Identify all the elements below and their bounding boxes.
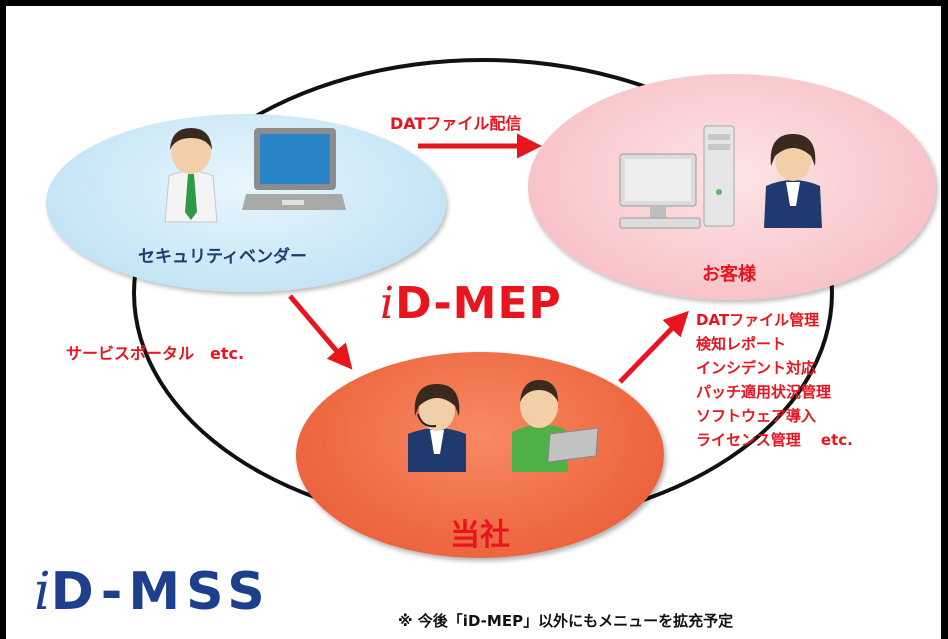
customer-person-icon bbox=[764, 134, 822, 228]
service-portal-label: サービスポータル etc. bbox=[66, 344, 245, 363]
operator-headset-icon bbox=[408, 384, 466, 472]
arrow-company-to-customer bbox=[618, 310, 689, 384]
dat-delivery-label: DATファイル配信 bbox=[390, 114, 522, 133]
arrow-vendor-to-company bbox=[288, 294, 353, 370]
service-item: 検知レポート bbox=[696, 335, 787, 353]
laptop-icon bbox=[242, 128, 346, 210]
brand-logo-idmss: iD-MSS bbox=[34, 562, 271, 622]
brand-logo-prefix: i bbox=[34, 562, 51, 622]
flow-arrows bbox=[288, 133, 689, 384]
services-list: DATファイル管理 検知レポート インシデント対応 パッチ適用状況管理 ソフトウ… bbox=[696, 308, 853, 452]
logo-prefix: i bbox=[380, 278, 396, 329]
logo-text: D-MEP bbox=[395, 278, 562, 329]
footnote: ※ 今後「iD-MEP」以外にもメニューを拡充予定 bbox=[398, 612, 734, 630]
customer-label: お客様 bbox=[702, 264, 756, 285]
brand-logo-text: D-MSS bbox=[50, 562, 271, 622]
security-vendor-label: セキュリティベンダー bbox=[138, 247, 307, 267]
service-item: DATファイル管理 bbox=[696, 311, 820, 329]
service-item: ソフトウェア導入 bbox=[696, 407, 817, 425]
our-company-node bbox=[296, 352, 664, 558]
service-item: インシデント対応 bbox=[696, 359, 817, 377]
our-company-label: 当社 bbox=[450, 518, 510, 553]
diagram-canvas: セキュリティベンダー お客様 当社 iD-MEP bbox=[6, 6, 941, 639]
desktop-pc-icon bbox=[619, 125, 735, 229]
businessman-icon bbox=[164, 128, 218, 223]
service-item: ライセンス管理 etc. bbox=[696, 431, 853, 449]
service-logo-idmep: iD-MEP bbox=[380, 278, 562, 329]
service-item: パッチ適用状況管理 bbox=[696, 383, 832, 401]
engineer-laptop-icon bbox=[512, 380, 599, 472]
